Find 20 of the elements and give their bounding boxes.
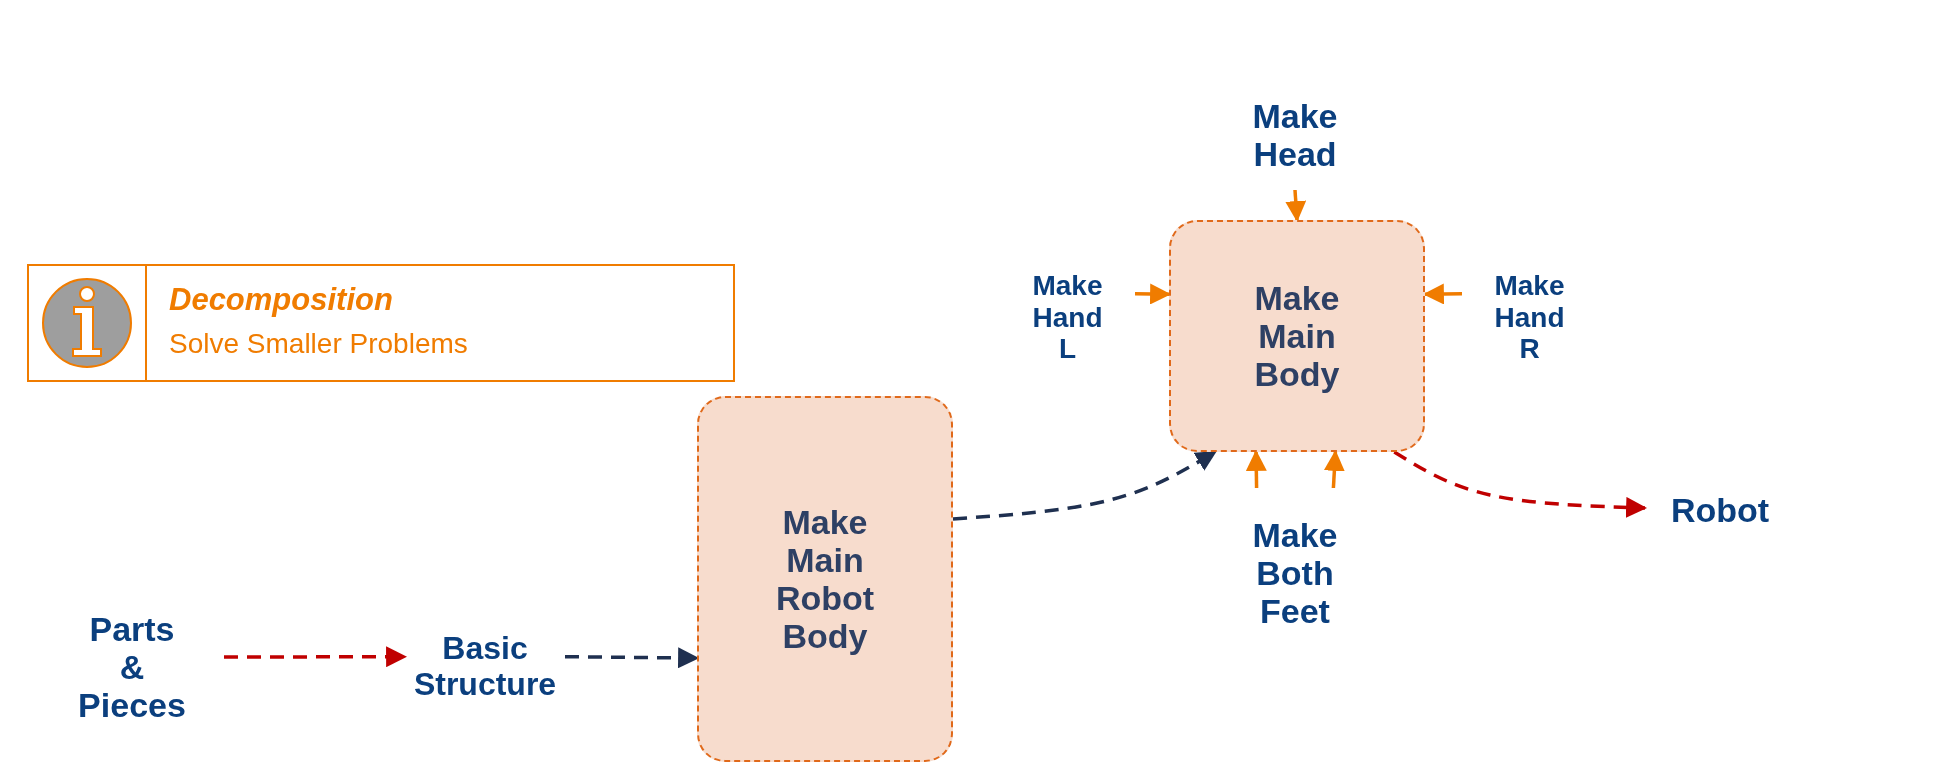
step-label: Make Hand R — [1494, 270, 1565, 365]
step-label: Make Head — [1252, 96, 1338, 174]
arrow — [1245, 449, 1267, 489]
box-label: Make Main Robot Body — [775, 502, 875, 656]
process-box — [1169, 220, 1425, 452]
dashed-arrow — [224, 646, 408, 668]
box-label: Make Main Body — [1254, 278, 1340, 394]
step-label: Make Both Feet — [1252, 515, 1338, 631]
panel-subtitle: Solve Smaller Problems — [169, 328, 468, 360]
step-label: Robot — [1670, 490, 1770, 530]
dashed-arrow — [952, 450, 1217, 521]
step-label: Basic Structure — [413, 631, 557, 703]
arrow — [1285, 189, 1307, 223]
info-panel — [27, 264, 735, 382]
panel-title: Decomposition — [169, 282, 393, 318]
process-box — [697, 396, 953, 762]
dashed-arrow — [1393, 450, 1648, 518]
step-label: Parts & Pieces — [78, 609, 186, 725]
step-label: Make Hand L — [1032, 270, 1103, 365]
arrow — [1323, 449, 1345, 489]
